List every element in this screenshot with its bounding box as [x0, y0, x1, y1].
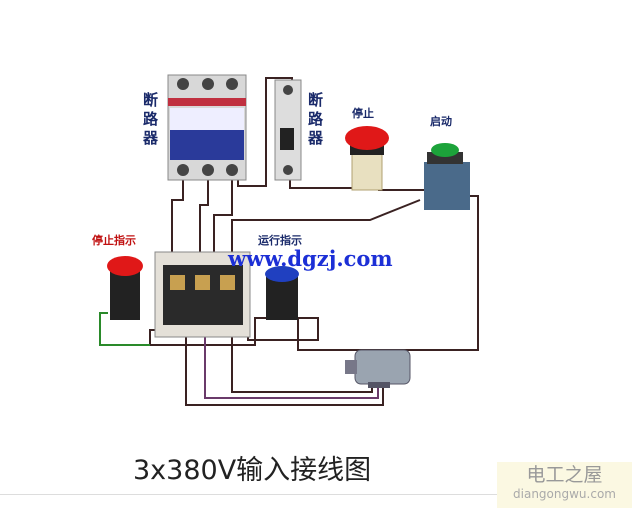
contactor [154, 251, 251, 338]
three-pole-breaker [167, 74, 247, 181]
stop-button [345, 126, 389, 191]
stop-indicator-label: 停止指示 [92, 233, 136, 247]
run-indicator-label: 运行指示 [258, 233, 302, 247]
run-indicator-lamp [265, 266, 299, 320]
labels: 断路器 断路器 停止 启动 停止指示 运行指示 [92, 91, 452, 247]
green-wire [99, 312, 150, 346]
site-watermark: www.dgzj.com [228, 246, 393, 271]
motor [345, 349, 411, 388]
brand-watermark: 电工之屋 diangongwu.com [497, 462, 632, 508]
single-pole-breaker [274, 79, 302, 181]
stop-indicator-lamp [107, 256, 143, 320]
diagram-title: 3x380V输入接线图 [133, 455, 372, 486]
divider [0, 494, 497, 495]
brand-name: 电工之屋 [526, 464, 603, 486]
breaker-right-label: 断路器 [306, 91, 324, 149]
start-button [424, 143, 470, 210]
breaker-left-label: 断路器 [141, 91, 159, 149]
stop-button-label: 停止 [352, 106, 374, 120]
start-button-label: 启动 [430, 114, 452, 128]
brand-url: diangongwu.com [513, 487, 616, 501]
